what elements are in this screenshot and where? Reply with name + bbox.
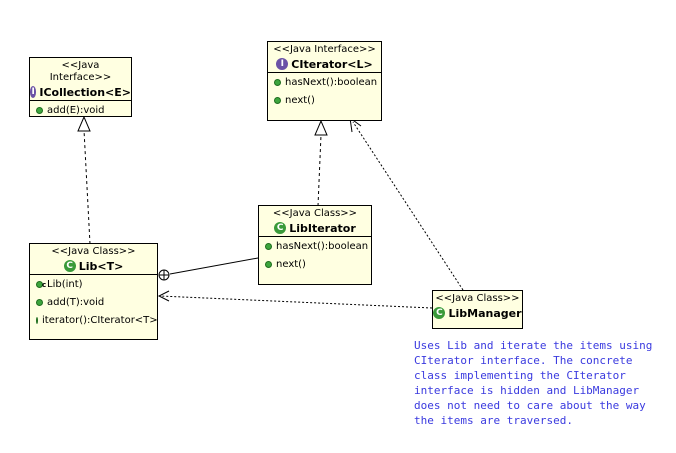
- dependency-libmanager-citerator: [352, 121, 464, 291]
- method-label: add(E):void: [47, 104, 105, 116]
- method-item: iterator():CIterator<T>: [30, 311, 158, 329]
- realization-arrowhead-citerator: [314, 119, 328, 136]
- public-method-icon: [36, 298, 43, 306]
- stereotype-label: <<Java Class>>: [51, 246, 136, 257]
- class-title: C Lib<T>: [30, 258, 157, 274]
- libiterator-class-box[interactable]: <<Java Class>> C LibIterator hasNext():b…: [258, 205, 372, 285]
- method-label: add(T):void: [47, 296, 105, 308]
- class-icon: C: [63, 260, 76, 272]
- method-label: hasNext():boolean: [276, 240, 369, 252]
- method-label: hasNext():boolean: [285, 76, 378, 88]
- design-note: Uses Lib and iterate the items using CIt…: [414, 339, 653, 427]
- public-method-icon: [265, 242, 272, 250]
- class-title: C LibIterator: [259, 220, 371, 236]
- interface-icon: I: [276, 58, 289, 70]
- class-name: LibManager: [448, 306, 522, 320]
- class-title: C LibManager: [433, 305, 522, 321]
- constructor-marker: c: [42, 280, 47, 289]
- realization-arrowhead-icollection: [77, 115, 91, 132]
- icollection-interface-box[interactable]: <<Java Interface>> I ICollection<E> add(…: [29, 57, 132, 117]
- method-item: hasNext():boolean: [259, 237, 371, 255]
- class-title: I ICollection<E>: [30, 84, 131, 100]
- method-item: add(E):void: [30, 101, 131, 119]
- compartment-divider: [268, 72, 381, 73]
- method-item: hasNext():boolean: [268, 73, 381, 91]
- compartment-divider: [259, 236, 371, 237]
- compartment-divider: [30, 100, 131, 101]
- constructor-item: c Lib(int): [30, 275, 157, 293]
- method-label: iterator():CIterator<T>: [42, 314, 158, 326]
- dependency-arrowhead-lib: [157, 290, 170, 302]
- stereotype-label: <<Java Class>>: [272, 208, 358, 219]
- stereotype-label: <<Java Interface>>: [49, 60, 112, 83]
- realization-lib-icollection: [83, 129, 91, 245]
- compartment-divider: [30, 274, 157, 275]
- public-method-icon: [36, 316, 38, 324]
- realization-libiterator-citerator: [317, 134, 322, 207]
- class-name: CIterator<L>: [291, 57, 373, 71]
- libmanager-class-box[interactable]: <<Java Class>> C LibManager: [432, 290, 523, 329]
- method-label: Lib(int): [47, 278, 83, 290]
- class-icon: C: [433, 307, 446, 319]
- method-item: next(): [259, 255, 371, 273]
- method-label: next(): [276, 258, 306, 270]
- method-item: add(T):void: [30, 293, 157, 311]
- public-method-icon: [274, 78, 281, 86]
- class-icon: C: [274, 222, 287, 234]
- citerator-interface-box[interactable]: <<Java Interface>> I CIterator<L> hasNex…: [267, 41, 382, 121]
- stereotype-label: <<Java Class>>: [435, 293, 520, 304]
- class-name: LibIterator: [289, 221, 356, 235]
- dependency-libmanager-lib: [159, 295, 433, 309]
- interface-icon: I: [30, 86, 37, 98]
- lib-class-box[interactable]: <<Java Class>> C Lib<T> c Lib(int) add(T…: [29, 243, 158, 340]
- stereotype-label: <<Java Interface>>: [273, 44, 376, 55]
- class-name: Lib<T>: [78, 259, 124, 273]
- public-method-icon: [36, 106, 43, 114]
- public-method-icon: [265, 260, 272, 268]
- constructor-icon: c: [36, 280, 47, 289]
- class-name: ICollection<E>: [39, 85, 131, 99]
- method-label: next(): [285, 94, 315, 106]
- nesting-lib-libiterator: [169, 257, 259, 275]
- method-item: next(): [268, 91, 381, 109]
- class-title: I CIterator<L>: [268, 56, 381, 72]
- public-method-icon: [274, 96, 281, 104]
